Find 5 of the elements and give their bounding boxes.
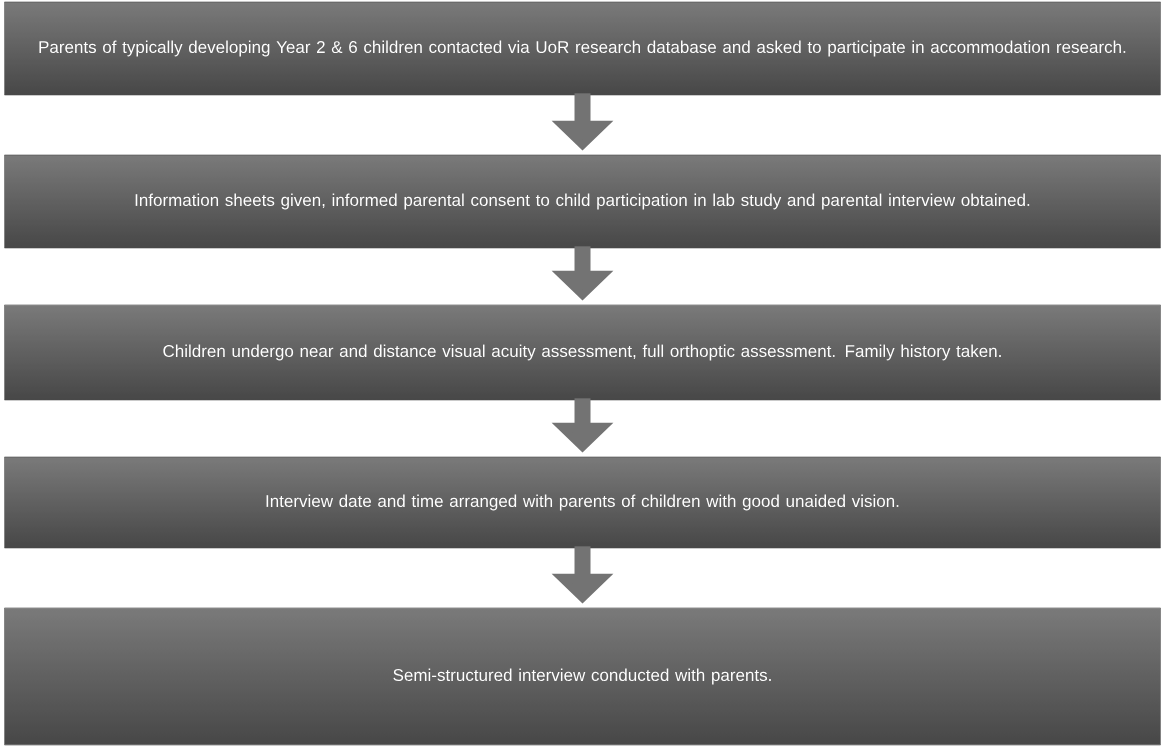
step-box: Interview date and time arranged with parents of children with good unaided vision. (4, 456, 1161, 549)
step-box: Information sheets given, informed parental consent to child participation in lab study and parental interview obtained. (4, 154, 1161, 249)
step-box: Parents of typically developing Year 2 & 6 children contacted via UoR research database and asked to participate in accommodation research. (4, 1, 1161, 96)
step-box: Children undergo near and distance visual acuity assessment, full orthoptic assessment. Family history taken. (4, 304, 1161, 401)
step-box: Semi-structured interview conducted with parents. (4, 607, 1161, 746)
